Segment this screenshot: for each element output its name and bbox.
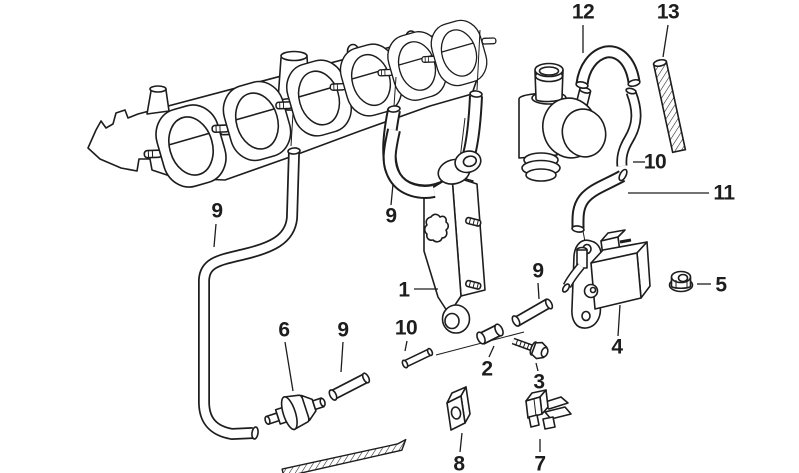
hose-11: [571, 168, 628, 233]
bracket-stud: [465, 216, 482, 227]
callout-5[interactable]: 5: [715, 273, 727, 297]
tube-10-small: [401, 347, 434, 369]
callout-leader-lines: [213, 24, 711, 453]
callout-4[interactable]: 4: [611, 335, 623, 359]
callout-13[interactable]: 13: [656, 0, 680, 24]
hose-9-long: [198, 147, 301, 441]
leader-line-9-3: [537, 282, 540, 300]
callout-9-4[interactable]: 9: [337, 318, 349, 342]
spring-clip-7: [525, 389, 572, 430]
tube-9-small-center: [511, 298, 554, 327]
callout-9-3[interactable]: 9: [532, 259, 544, 283]
leader-line-9: [213, 223, 217, 248]
hose-9-u-front: [382, 128, 436, 199]
braided-hose-bottom: [281, 438, 407, 473]
callout-10-2[interactable]: 10: [394, 316, 418, 340]
flange-nut-5: [668, 270, 694, 293]
bolt-3: [511, 337, 549, 360]
leader-line-3: [535, 362, 539, 372]
leader-line-6: [284, 341, 294, 392]
leader-line-2: [488, 345, 495, 358]
braided-tube-13: [652, 58, 687, 154]
callout-10[interactable]: 10: [643, 150, 667, 174]
intake-manifold: [87, 11, 507, 199]
leader-line-13: [662, 24, 669, 58]
clamp-block-8: [446, 386, 471, 431]
callout-3[interactable]: 3: [533, 370, 545, 394]
vacuum-valve: [518, 62, 607, 182]
manifold-stub-small: [146, 85, 170, 115]
callout-2[interactable]: 2: [481, 357, 493, 381]
callout-12[interactable]: 12: [571, 0, 595, 24]
leader-line-10-2: [404, 340, 408, 352]
leader-line-9-4: [340, 341, 344, 373]
hose-12: [575, 45, 641, 89]
callout-8[interactable]: 8: [453, 452, 465, 473]
mounting-bracket-1: [423, 150, 486, 334]
spacer-sleeve-2: [476, 323, 504, 345]
leader-line-8: [459, 432, 463, 453]
leader-line-4: [617, 304, 621, 337]
hose-10: [616, 87, 642, 167]
callout-7[interactable]: 7: [534, 452, 546, 473]
callout-6[interactable]: 6: [278, 318, 290, 342]
bracket-stud: [465, 279, 482, 290]
callout-9-2[interactable]: 9: [385, 204, 397, 228]
leader-line-9-2: [390, 183, 394, 206]
tube-9-small-left: [328, 372, 371, 401]
check-valve-6: [264, 394, 326, 431]
solenoid-valve-4: [561, 229, 651, 329]
callout-9[interactable]: 9: [211, 199, 223, 223]
callout-1[interactable]: 1: [398, 278, 410, 302]
bracket-roll: [437, 150, 482, 185]
callout-11[interactable]: 11: [713, 181, 735, 205]
